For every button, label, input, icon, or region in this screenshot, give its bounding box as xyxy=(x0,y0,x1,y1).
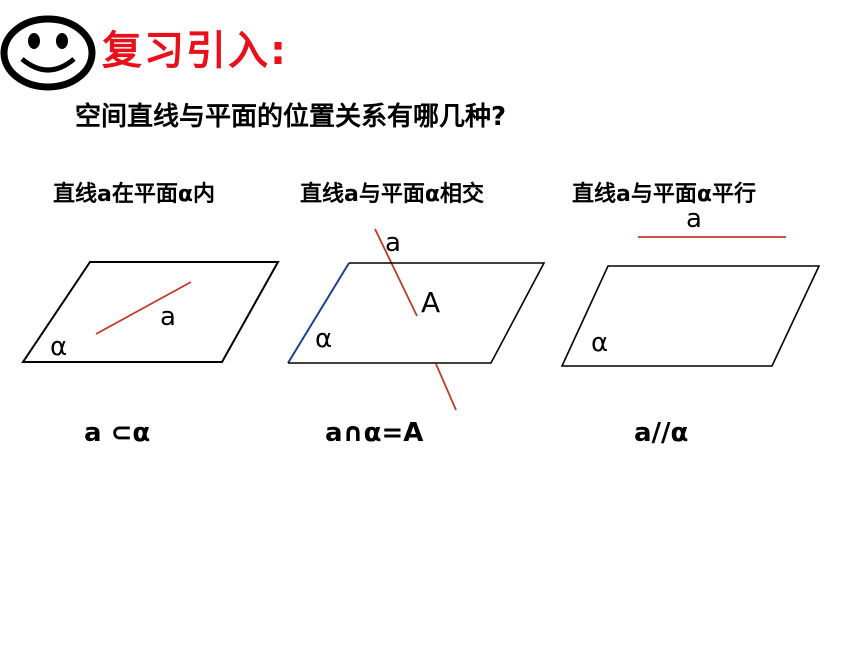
relation-intersect: a∩α=A xyxy=(325,418,424,448)
plane-3-label: α xyxy=(591,328,608,358)
case-parallel-caption: 直线a与平面α平行 xyxy=(572,182,756,207)
line-a-2-lower xyxy=(435,363,457,411)
line-a-3-label: a xyxy=(686,204,702,234)
line-a-1 xyxy=(95,281,192,335)
case-in-plane-caption: 直线a在平面α内 xyxy=(53,182,215,207)
case-intersect-caption: 直线a与平面α相交 xyxy=(300,182,484,207)
plane-3 xyxy=(560,265,821,367)
plane-2 xyxy=(288,262,546,364)
question-text: 空间直线与平面的位置关系有哪几种? xyxy=(75,102,507,132)
line-a-2-label: a xyxy=(385,228,401,258)
relation-in-plane: a ⊂α xyxy=(84,418,151,448)
line-a-1-label: a xyxy=(160,302,176,332)
smiley-face-icon xyxy=(0,15,96,91)
plane-1 xyxy=(21,261,280,363)
relation-parallel: a//α xyxy=(634,418,689,448)
slide-title: 复习引入: xyxy=(102,28,288,74)
plane-2-left-edge xyxy=(287,262,350,364)
point-A-label: A xyxy=(421,286,440,319)
line-a-2-upper xyxy=(374,228,418,317)
plane-1-label: α xyxy=(50,332,67,362)
plane-2-label: α xyxy=(315,324,332,354)
